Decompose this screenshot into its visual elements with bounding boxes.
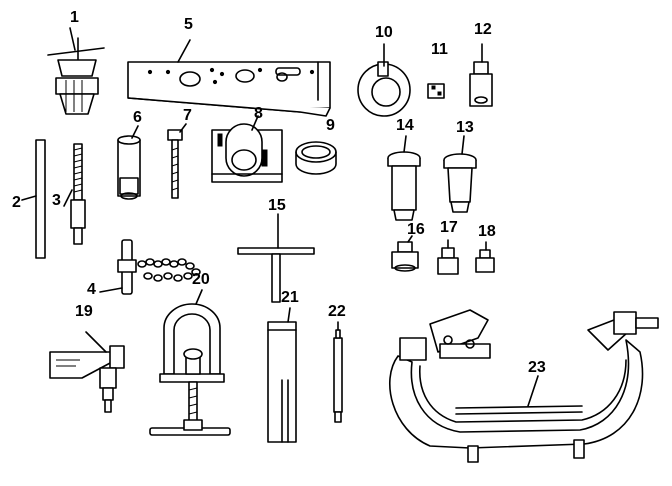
tool-12-adapter — [469, 43, 493, 107]
tool-21-bar — [267, 307, 297, 443]
tool-3-threaded-rod — [63, 143, 86, 245]
callout-9: 9 — [326, 117, 335, 134]
callout-20: 20 — [192, 271, 210, 288]
tool-20-stirrup-puller — [149, 289, 231, 436]
callout-21: 21 — [281, 289, 299, 306]
callout-16: 16 — [407, 221, 425, 238]
callout-22: 22 — [328, 303, 346, 320]
callout-5: 5 — [184, 16, 193, 33]
tool-2-rod — [21, 139, 46, 259]
callout-11: 11 — [431, 41, 448, 58]
tool-6-sleeve — [117, 125, 141, 200]
callout-1: 1 — [70, 9, 79, 26]
callout-14: 14 — [396, 117, 414, 134]
callout-6: 6 — [133, 109, 142, 126]
tool-10-ring — [357, 43, 411, 117]
tool-15-t-handle — [237, 213, 315, 303]
callout-13: 13 — [456, 119, 474, 136]
callout-4: 4 — [87, 281, 96, 298]
tool-5-support-plate — [127, 39, 331, 117]
tool-22-punch — [333, 321, 343, 423]
callout-3: 3 — [52, 192, 61, 209]
tool-4-chain-wrench — [99, 239, 201, 295]
callout-7: 7 — [183, 107, 192, 124]
callout-2: 2 — [12, 194, 21, 211]
callout-18: 18 — [478, 223, 496, 240]
tool-18-adapter — [475, 241, 495, 273]
tool-13-drift — [443, 135, 477, 213]
callout-15: 15 — [268, 197, 286, 214]
callout-17: 17 — [440, 219, 458, 236]
tool-7-bolt — [167, 123, 187, 199]
tool-8-puller-plate — [211, 115, 283, 183]
tool-17-adapter — [437, 239, 459, 275]
callout-23: 23 — [528, 359, 546, 376]
callout-8: 8 — [254, 105, 263, 122]
tool-1-engine-lock — [47, 27, 105, 115]
callout-10: 10 — [375, 24, 393, 41]
tool-23-engine-support-frame — [389, 309, 659, 463]
tool-14-drift — [387, 135, 421, 221]
callout-12: 12 — [474, 21, 492, 38]
tool-9-ring — [295, 141, 337, 175]
tool-16-adapter — [391, 235, 419, 272]
callout-19: 19 — [75, 303, 93, 320]
tool-19-holder — [49, 331, 125, 413]
tool-11-clip — [427, 83, 445, 99]
